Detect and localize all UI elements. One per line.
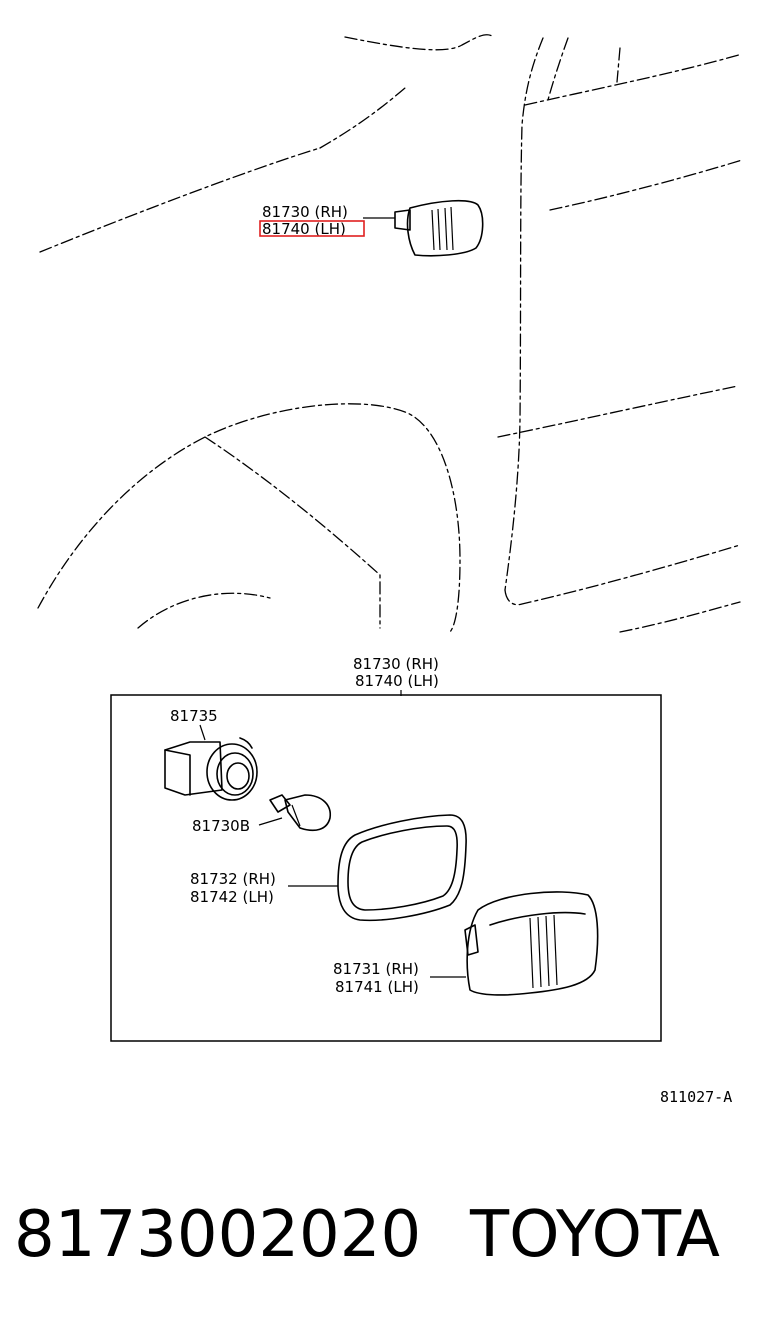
label-assembly-lh: 81740 (LH) [355,672,439,690]
lens-gasket [337,814,467,922]
label-gasket-rh: 81732 (RH) [190,870,276,888]
label-socket: 81735 [170,707,218,725]
leader-line-bulb [258,817,283,826]
label-lens-lh: 81741 (LH) [335,978,419,996]
side-marker-lamp-top [394,199,484,257]
wedge-bulb [269,794,331,832]
vehicle-body-outline [37,34,743,633]
highlight-box [259,220,365,237]
label-lens-rh: 81731 (RH) [333,960,419,978]
label-assembly-rh-top: 81730 (RH) [262,203,348,221]
diagram-code: 811027-A [660,1088,732,1106]
label-bulb: 81730B [192,817,250,835]
brand-name: TOYOTA [469,1198,720,1272]
label-assembly-rh: 81730 (RH) [353,655,439,673]
exploded-view-box [110,694,662,1042]
leader-line-socket [199,724,206,741]
marker-lens [464,891,599,996]
bulb-socket [164,737,258,801]
part-number: 8173002020 [14,1198,421,1272]
label-assembly-lh-top: 81740 (LH) [262,220,346,238]
label-gasket-lh: 81742 (LH) [190,888,274,906]
